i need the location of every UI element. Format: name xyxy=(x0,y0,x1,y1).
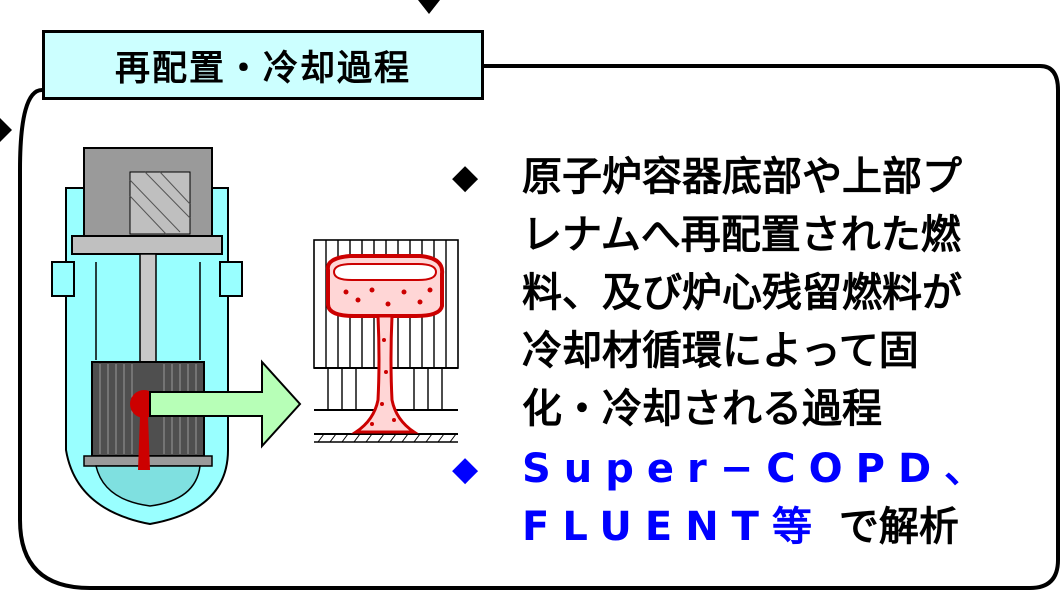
code-names-line-2: FLUENT等 で解析 xyxy=(522,498,997,556)
title-box: 再配置・冷却過程 xyxy=(42,30,484,100)
bullet-line: レナムへ再配置された燃 xyxy=(522,212,961,258)
bullet-line: 冷却材循環によって固 xyxy=(522,328,919,374)
outer-frame xyxy=(18,64,1060,590)
bullet-list: ◆ 原子炉容器底部や上部プ レナムへ再配置された燃 料、及び炉心残留燃料が 冷却… xyxy=(452,148,1052,556)
diamond-bullet-icon: ◆ xyxy=(452,449,479,489)
plug-hatch xyxy=(129,171,191,235)
diamond-bullet-icon: ◆ xyxy=(452,157,479,197)
bullet-item-codes: ◆ Super−COPD、 FLUENT等 で解析 xyxy=(452,440,1052,556)
bullet-line: 化・冷却される過程 xyxy=(522,386,882,432)
fluent-text: FLUENT等 xyxy=(522,504,825,550)
bullet-item-process: ◆ 原子炉容器底部や上部プ レナムへ再配置された燃 料、及び炉心残留燃料が 冷却… xyxy=(452,148,1052,438)
molten-fuel-stream xyxy=(138,416,150,470)
bullet-line: 原子炉容器底部や上部プ xyxy=(522,154,962,200)
bullet-text: 原子炉容器底部や上部プ レナムへ再配置された燃 料、及び炉心残留燃料が 冷却材循… xyxy=(522,148,962,438)
left-arrow-tip xyxy=(0,118,12,142)
right-block-arrow-icon xyxy=(149,359,302,449)
top-down-arrow xyxy=(418,0,440,14)
nozzle-right xyxy=(219,261,243,297)
lower-plenum xyxy=(95,465,201,507)
title-text: 再配置・冷却過程 xyxy=(114,48,411,89)
top-flange xyxy=(71,235,223,255)
relocated-fuel-mass xyxy=(325,254,445,434)
analysis-text: で解析 xyxy=(824,504,959,550)
control-rod-column xyxy=(139,253,157,365)
code-names-line: Super−COPD、 xyxy=(522,446,998,492)
bullet-text: Super−COPD、 FLUENT等 で解析 xyxy=(522,440,997,556)
nozzle-left xyxy=(51,261,75,297)
reactor-vessel-figure xyxy=(51,147,243,526)
bullet-line: 料、及び炉心残留燃料が xyxy=(522,270,962,316)
